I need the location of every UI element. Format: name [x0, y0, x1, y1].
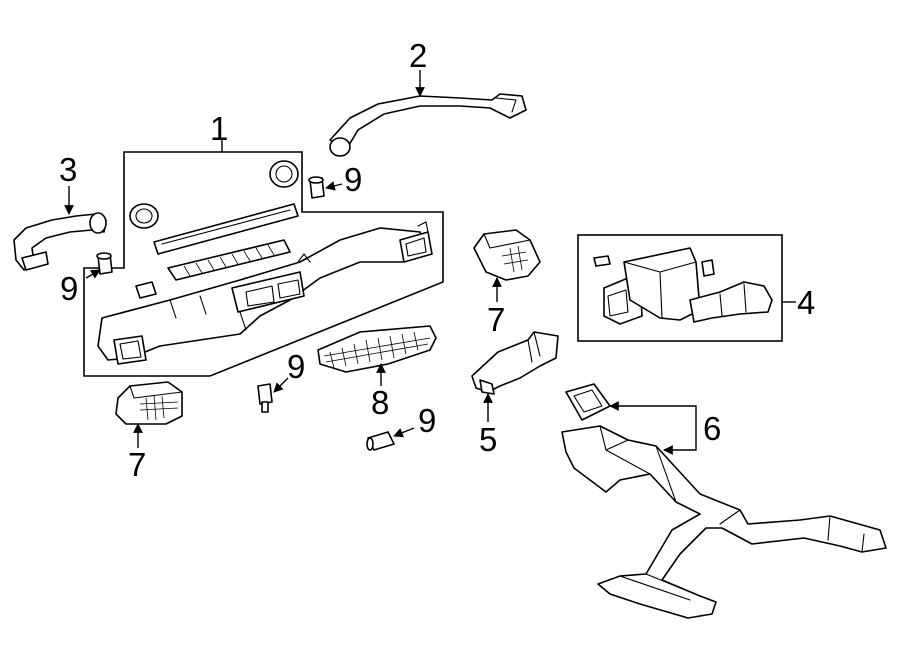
callout-9-middle: 9: [287, 348, 305, 385]
callout-9-top: 9: [344, 161, 362, 198]
callout-8: 8: [371, 384, 389, 421]
part-8-grille: [317, 325, 437, 373]
callout-9-left: 9: [60, 270, 78, 307]
callout-7-left: 7: [128, 446, 146, 483]
part-9-clip-a: [308, 176, 325, 199]
part-2-upper-duct: [329, 93, 527, 157]
callout-2: 2: [409, 37, 427, 74]
leader-9c: [273, 377, 289, 393]
callout-4: 4: [797, 284, 815, 321]
callout-6: 6: [703, 410, 721, 447]
part-5-floor-duct: [471, 331, 559, 395]
callout-5: 5: [479, 421, 497, 458]
part-9-clip-b: [96, 252, 113, 275]
callout-1: 1: [210, 110, 228, 147]
part-1-main-duct: [97, 160, 433, 365]
leader-9b: [85, 269, 101, 279]
leader-6a: [609, 401, 697, 428]
callout-7-right: 7: [487, 301, 505, 338]
part-3-side-duct: [13, 212, 107, 271]
part-9-clip-d: [366, 431, 395, 451]
part-4-duct-assembly: [593, 247, 773, 325]
part-9-clip-c: [257, 383, 273, 413]
leader-6b: [663, 428, 697, 455]
part-4-frame: [577, 234, 783, 342]
callout-9-bottom: 9: [418, 402, 436, 439]
part-6-rear-duct: [561, 383, 887, 619]
part-7-vent-left: [115, 381, 183, 425]
leader-9a: [325, 181, 343, 191]
callout-3: 3: [59, 151, 77, 188]
leader-9d: [393, 427, 415, 438]
part-7-vent-right: [473, 229, 541, 281]
